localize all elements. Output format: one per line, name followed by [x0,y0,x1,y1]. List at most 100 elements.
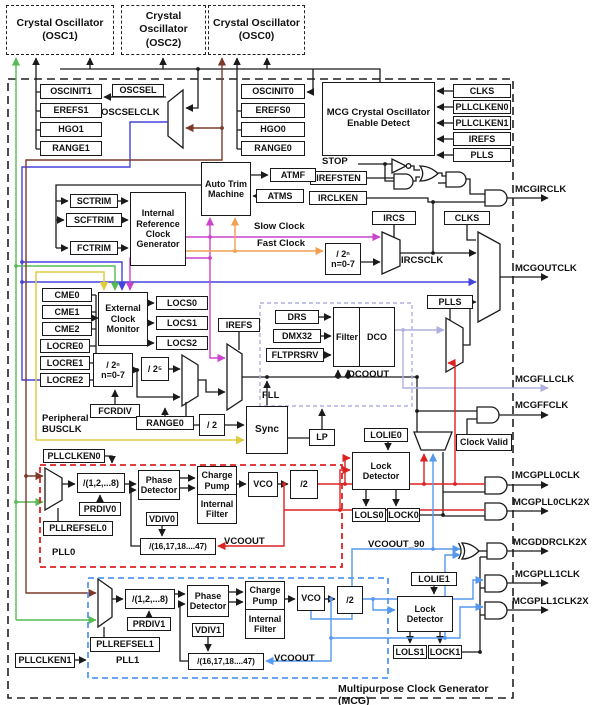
reg-cme1: CME1 [42,305,92,319]
plls-mux [445,316,464,374]
reg-hgo1: HGO1 [40,122,102,137]
clock-valid-block: Clock Valid [456,434,512,451]
and-gate [486,542,508,560]
output-mcgpll0clk: MCGPLL0CLK [515,470,580,481]
pll1-ref-mux [97,577,113,629]
output-mcgddrclk2x: MCGDDRCLK2X [513,537,587,548]
reg-erefs1: EREFS1 [40,103,102,118]
not-gate [391,157,408,175]
output-mcgfllclk: MCGFLLCLK [515,374,575,385]
fll-label: FLL [262,390,280,401]
oscsel-mux [167,88,184,150]
lp-block: LP [309,429,335,446]
and-gate [484,189,508,207]
reg-irclken: IRCLKEN [309,191,367,205]
reg-fctrim: FCTRIM [70,241,118,255]
reg-scftrim: SCFTRIM [66,213,122,227]
output-mcgffclk: MCGFFCLK [515,400,569,411]
reg-lock0: LOCK0 [387,508,420,522]
reg-lolie1: LOLIE1 [411,572,457,586]
reg-lols0: LOLS0 [352,508,386,522]
mcg-title-label: Multipurpose Clock Generator (MCG) [338,683,489,705]
pll1-fbdiv: /(16,17,18....47) [188,653,264,670]
pll0-fbdiv: /(16,17,18....47) [140,538,216,555]
reg-drs: DRS [275,310,319,324]
div-2-5-block: / 2⁵ [141,357,169,381]
lock-detector0-block: Lock Detector [352,452,410,490]
irefs-mux [226,342,243,412]
pll1-label: PLL1 [116,655,140,666]
vcoout90-label: VCOOUT_90 [368,539,425,550]
pll1-div2: /2 [337,586,363,614]
reg-locre1: LOCRE1 [40,356,90,370]
and-gate [393,173,414,190]
and-gate [484,502,508,521]
maroon-wire [25,57,227,598]
reg-irefs-top: IREFS [453,132,511,146]
junction-dots [14,67,482,654]
reg-cme2: CME2 [42,322,92,336]
mcg-border [7,78,514,699]
reg-pllclken1-top: PLLCLKEN1 [453,116,511,130]
pll0-prediv-block: /(1,2,...8) [77,473,125,493]
pll0-internal-filter: Internal Filter [197,494,237,524]
fast-clock-divider: / 2ⁿ n=0-7 [325,243,361,275]
mcgout-mux [477,230,501,324]
and-gate [484,601,508,620]
black-wires [32,57,549,664]
reg-range0-mid: RANGE0 [136,416,194,430]
pll0-label: PLL0 [52,547,76,558]
reg-locs1: LOCS1 [156,316,208,330]
reg-clks-mid: CLKS [444,211,490,225]
reg-dmx32: DMX32 [273,329,321,343]
enable-detect-block: MCG Crystal Oscillator Enable Detect [322,82,435,156]
fll-dashed-border [259,302,413,407]
output-mcgpll0clk2x: MCGPLL0CLK2X [513,497,590,508]
reg-oscinit1: OSCINIT1 [40,84,102,99]
reg-atmf: ATMF [270,168,316,182]
reg-locre2: LOCRE2 [40,373,90,387]
and-gate [445,171,467,188]
reg-range0-osc: RANGE0 [241,141,305,156]
reg-plls-mid: PLLS [427,295,473,309]
reg-irefs-mid: IREFS [218,318,260,332]
pll0-dashed-border [39,464,343,568]
osc0-block: Crystal Oscillator (OSC0) [208,5,305,55]
peripheral-busclk-label: Peripheral BUSCLK [42,413,89,435]
ecm-block: External Clock Monitor [98,292,148,346]
auto-trim-machine-block: Auto Trim Machine [201,162,251,216]
reg-ircs: IRCS [372,211,416,225]
pll0-charge-pump: Charge Pump [197,466,237,495]
reg-pllclken1: PLLCLKEN1 [15,653,75,668]
pll1-internal-filter: Internal Filter [245,609,285,639]
reg-locre0: LOCRE0 [40,339,90,353]
ircs-mux [381,230,401,276]
reg-clks-top: CLKS [453,84,511,98]
dcoout-label: DCOOUT [348,369,390,380]
pll0-vcoout-label: VCOOUT [224,536,265,547]
oscselclk-wire [21,121,477,385]
and-gate [484,476,508,495]
reg-oscsel: OSCSEL [112,84,164,97]
reg-prdiv0: PRDIV0 [79,502,121,516]
slow-clock-label: Slow Clock [254,221,305,232]
reg-pllrefsel1: PLLREFSEL1 [90,637,160,652]
reg-locs2: LOCS2 [156,336,208,350]
pll1-phase-detector: Phase Detector [187,585,229,617]
sync-block: Sync [246,406,288,454]
reg-pllclken0-top: PLLCLKEN0 [453,100,511,114]
reg-plls-top: PLLS [453,148,511,162]
reg-fcrdiv: FCRDIV [90,404,140,418]
lock-detector1-block: Lock Detector [397,596,453,632]
osc2-block: Crystal Oscillator (OSC2) [121,5,206,55]
reg-atms: ATMS [256,189,304,203]
dco-block: DCO [359,307,395,367]
reg-prdiv1: PRDIV1 [127,617,171,631]
reg-locs0: LOCS0 [156,296,208,310]
ircsclk-label: IRCSCLK [401,255,444,266]
reg-fltprsrv: FLTPRSRV [266,348,324,362]
reg-lock1: LOCK1 [428,645,462,659]
filter-block: Filter [333,307,361,367]
